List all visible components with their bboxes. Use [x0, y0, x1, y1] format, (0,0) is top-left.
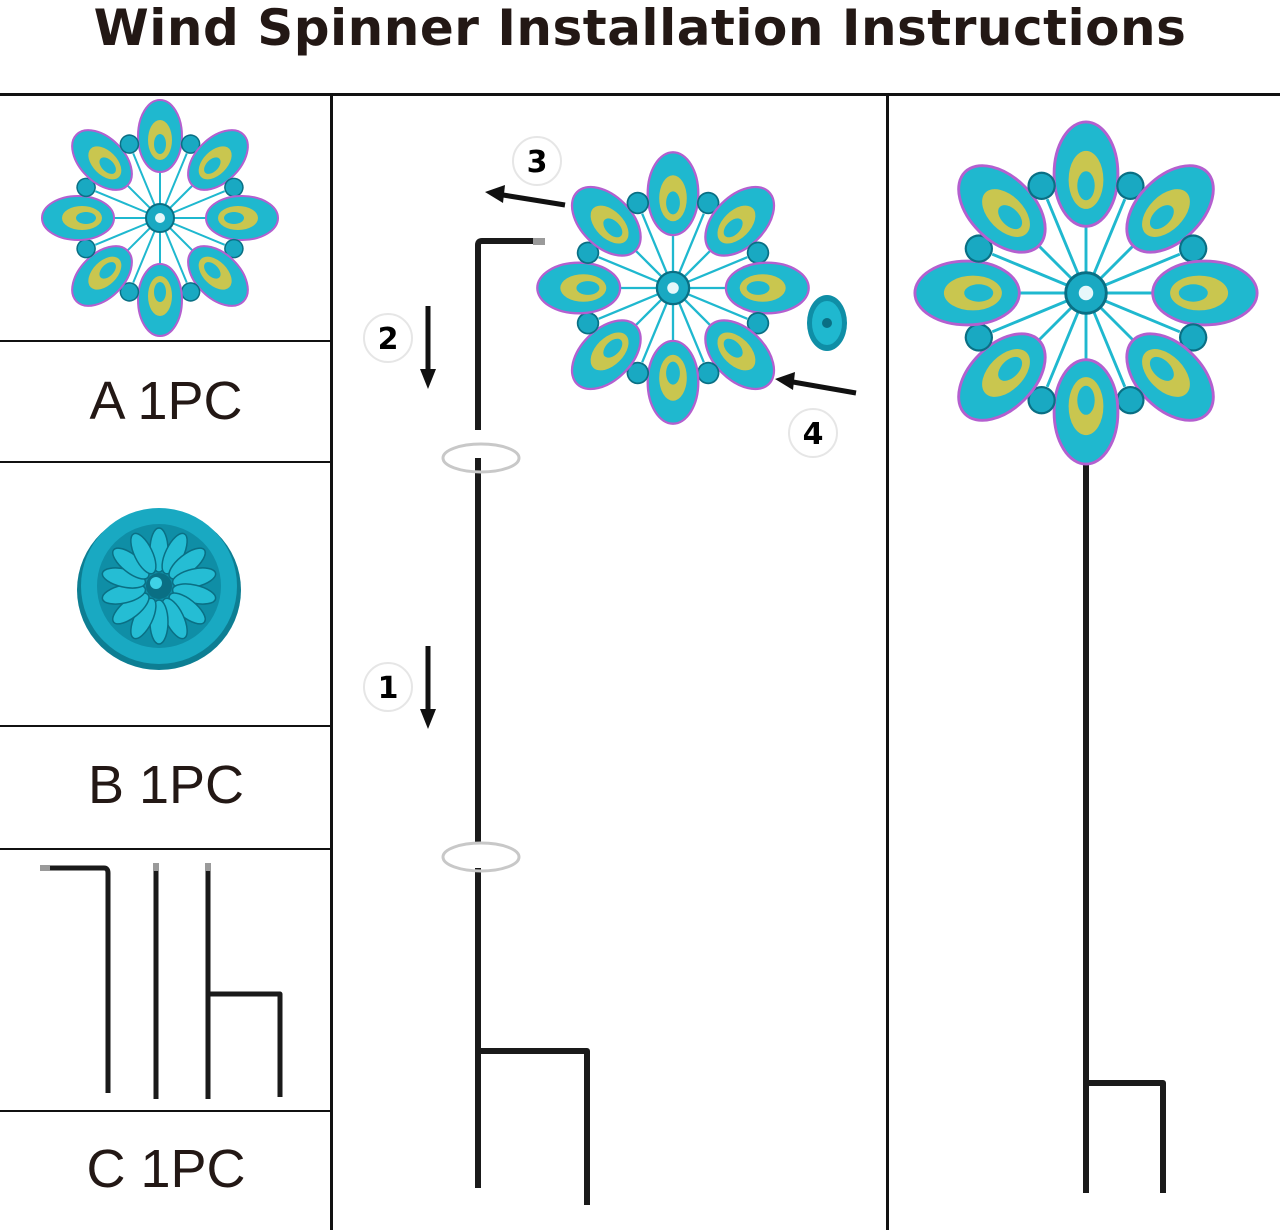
- peacock-feather: [1052, 358, 1120, 466]
- peacock-feather: [913, 259, 1021, 327]
- peacock-feather: [957, 164, 1047, 254]
- peacock-feather: [71, 245, 133, 307]
- peacock-feather: [137, 263, 183, 337]
- svg-text:1: 1: [378, 671, 399, 706]
- gem-bead: [119, 134, 140, 154]
- peacock-feather: [1125, 332, 1215, 422]
- ground-stake-piece: [205, 866, 283, 1099]
- grid-divider-right: [886, 93, 889, 1230]
- peacock-feather: [704, 319, 776, 391]
- rotate-icon: [441, 442, 521, 474]
- peacock-feather: [137, 99, 183, 173]
- svg-text:3: 3: [527, 145, 548, 180]
- grid-row-divider: [0, 725, 332, 727]
- peacock-feather: [570, 185, 642, 257]
- peacock-feather: [646, 151, 700, 237]
- step-marker-1: 1: [363, 662, 413, 712]
- peacock-feather: [41, 195, 115, 241]
- peacock-feather: [957, 332, 1047, 422]
- grid-row-divider: [0, 848, 332, 850]
- peacock-feather: [724, 261, 810, 315]
- peacock-feather: [1125, 164, 1215, 254]
- gem-bead: [1027, 171, 1056, 200]
- instruction-grid: A 1PC B 1PC C 1PC: [0, 93, 1280, 1230]
- step-marker-3: 3: [512, 136, 562, 186]
- step-marker-4: 4: [788, 408, 838, 458]
- center-cap-image: [77, 508, 241, 670]
- peacock-feather: [187, 129, 249, 191]
- part-a-label: A 1PC: [89, 371, 243, 431]
- peacock-feather: [205, 195, 279, 241]
- rotate-icon: [441, 841, 521, 873]
- assembly-spinner-wheel: [536, 151, 810, 425]
- peacock-feather: [1052, 120, 1120, 228]
- bent-rod-piece: [42, 865, 111, 1093]
- peacock-feather: [71, 129, 133, 191]
- part-b-label: B 1PC: [87, 755, 245, 815]
- svg-text:2: 2: [378, 322, 399, 357]
- arrow-icons: [420, 185, 857, 729]
- page-title: Wind Spinner Installation Instructions: [93, 0, 1187, 57]
- grid-divider-left: [330, 93, 333, 1230]
- grid-top-border: [0, 93, 1280, 96]
- peacock-feather: [1151, 259, 1259, 327]
- completed-spinner-image: [913, 120, 1259, 1193]
- step-marker-2: 2: [363, 313, 413, 363]
- grid-row-divider: [0, 461, 332, 463]
- gem-bead: [626, 191, 650, 215]
- part-c-label: C 1PC: [86, 1139, 246, 1199]
- peacock-feather: [570, 319, 642, 391]
- peacock-feather: [704, 185, 776, 257]
- peacock-feather: [536, 261, 622, 315]
- assembly-top-rod: [475, 238, 537, 430]
- peacock-feather: [646, 339, 700, 425]
- svg-text:4: 4: [803, 417, 824, 452]
- spinner-wheel-image: [41, 99, 279, 337]
- stake-parts-image: [40, 863, 283, 1099]
- grid-row-divider: [0, 340, 332, 342]
- assembly-diagram: 3 2 1 4: [363, 136, 857, 1205]
- grid-row-divider: [0, 1110, 332, 1112]
- peacock-feather: [187, 245, 249, 307]
- assembly-ground-stake: [475, 868, 590, 1205]
- assembly-center-cap: [807, 295, 847, 351]
